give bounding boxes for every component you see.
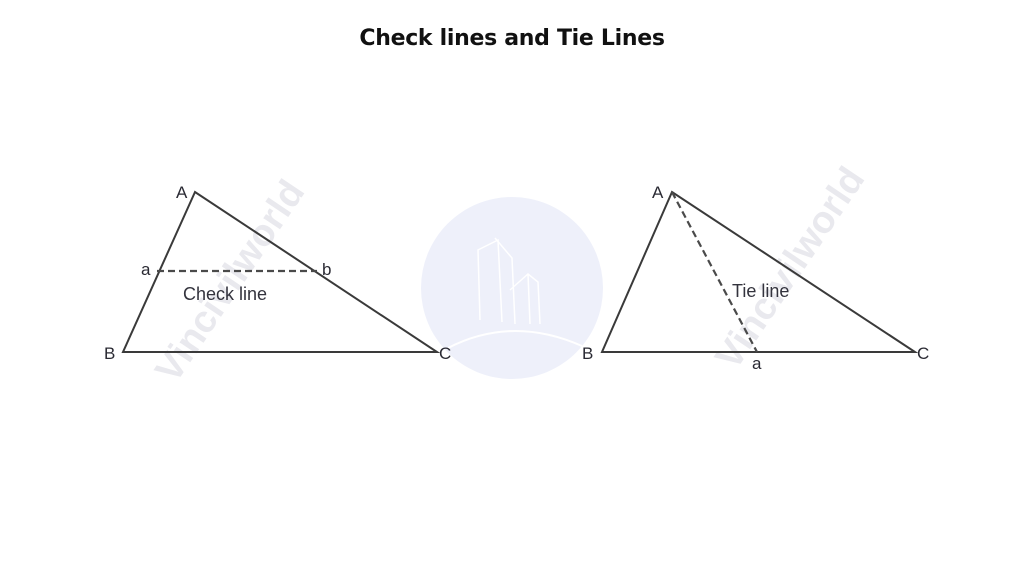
point-label-b: b bbox=[322, 260, 331, 279]
vertex-label-b: B bbox=[104, 344, 115, 363]
vertex-label-c: C bbox=[917, 344, 929, 363]
vertex-label-a: A bbox=[652, 183, 664, 202]
tie-line bbox=[671, 191, 758, 353]
tie-line-diagram: A B C a Tie line bbox=[582, 183, 929, 373]
check-line-diagram: A B C a b Check line bbox=[104, 183, 451, 363]
vertex-label-b: B bbox=[582, 344, 593, 363]
watermark-text-right: Vincivilworld bbox=[708, 160, 874, 377]
diagram-title: Check lines and Tie Lines bbox=[359, 26, 665, 51]
triangle-abc bbox=[600, 190, 919, 353]
point-label-a: a bbox=[752, 354, 762, 373]
building-logo-icon bbox=[421, 197, 603, 379]
tie-line-label: Tie line bbox=[732, 281, 789, 301]
watermark-text-left: Vincivilworld bbox=[148, 173, 314, 390]
vertex-label-a: A bbox=[176, 183, 188, 202]
vertex-label-c: C bbox=[439, 344, 451, 363]
check-line-label: Check line bbox=[183, 284, 267, 304]
point-label-a: a bbox=[141, 260, 151, 279]
